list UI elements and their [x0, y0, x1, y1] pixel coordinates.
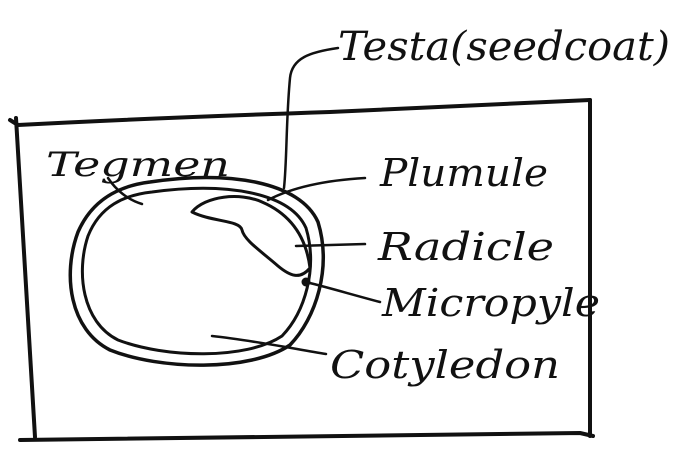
label-micropyle: Micropyle: [381, 281, 600, 325]
label-testa: Testa(seedcoat): [338, 24, 670, 70]
label-plumule: Plumule: [379, 151, 548, 195]
radicle-pointer: [296, 244, 365, 246]
testa-pointer: [284, 48, 338, 188]
label-cotyledon: Cotyledon: [330, 343, 560, 387]
label-tegmen: Tegmen: [46, 145, 230, 185]
embryo-axis: [192, 197, 310, 276]
label-radicle: Radicle: [377, 225, 554, 269]
